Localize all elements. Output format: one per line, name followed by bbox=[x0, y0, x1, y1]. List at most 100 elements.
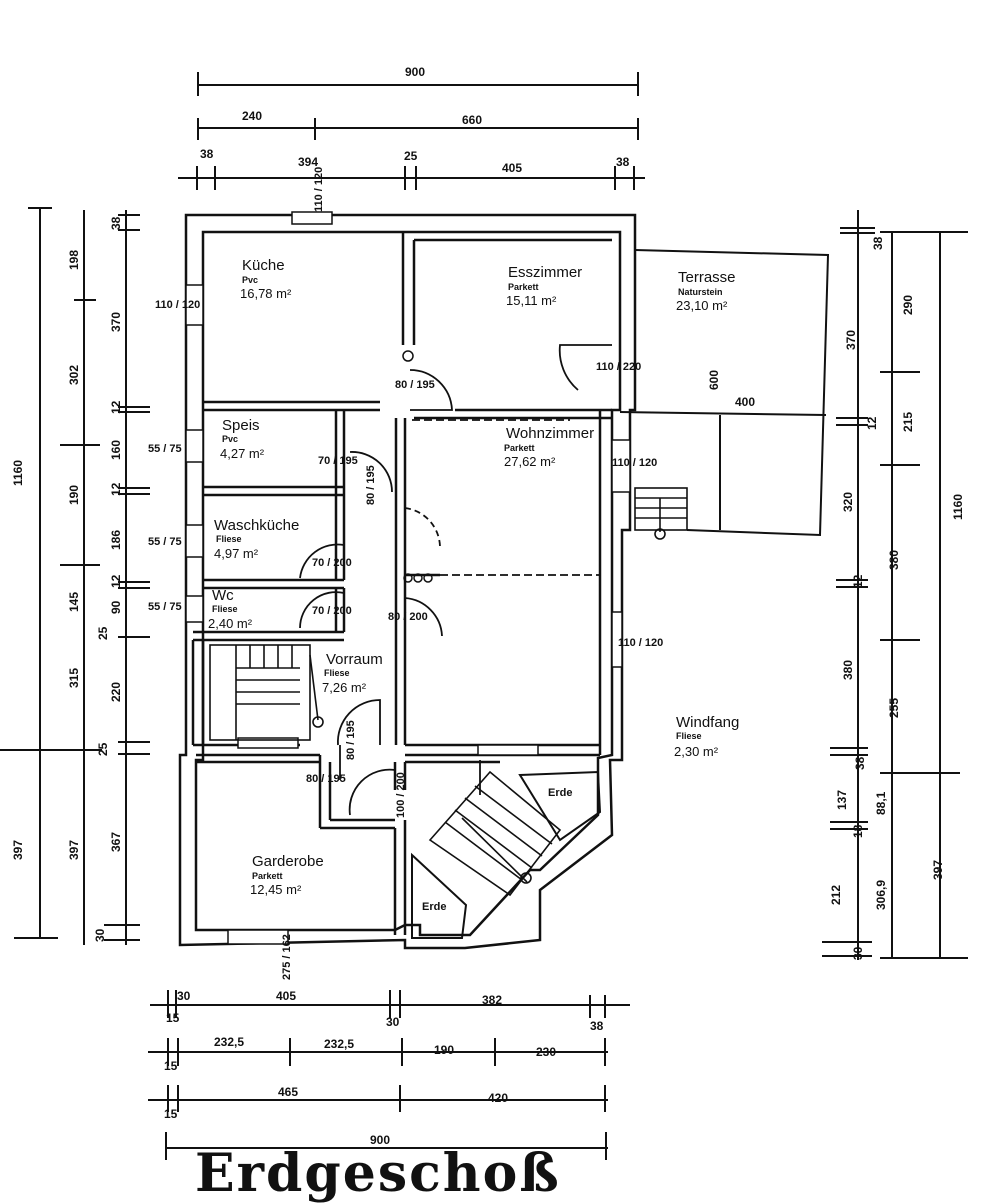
room-esszimmer-floor: Parkett bbox=[508, 282, 539, 292]
dim-right-1160: 1160 bbox=[951, 494, 965, 520]
door-garderobe bbox=[337, 699, 381, 746]
room-speis-area: 4,27 m² bbox=[220, 446, 265, 461]
dim-left-160: 160 bbox=[109, 440, 123, 460]
opening-kueche-top-window: 110 / 120 bbox=[313, 167, 325, 212]
dim-left-12c: 12 bbox=[109, 574, 123, 588]
room-vorraum-name: Vorraum bbox=[326, 651, 383, 668]
fixtures bbox=[402, 350, 433, 583]
dim-right-320: 320 bbox=[841, 492, 855, 512]
dim-bottom-232-5b: 232,5 bbox=[324, 1037, 354, 1051]
terrace bbox=[619, 249, 830, 537]
dim-left-220: 220 bbox=[109, 682, 123, 702]
dim-right-306-9: 306,9 bbox=[874, 880, 888, 910]
opening-kueche-door: 80 / 195 bbox=[395, 379, 435, 391]
dim-left-186: 186 bbox=[109, 530, 123, 550]
stairs-entrance bbox=[428, 770, 562, 897]
room-speis-floor: Pvc bbox=[222, 434, 238, 444]
dim-top-25: 25 bbox=[404, 149, 418, 163]
opening-speis-door-2: 80 / 195 bbox=[365, 465, 377, 505]
opening-esszimmer-door: 110 / 220 bbox=[596, 361, 641, 373]
room-windfang: Windfang Fliese 2,30 m² bbox=[674, 714, 739, 759]
stairs bbox=[209, 487, 688, 897]
room-speis: Speis Pvc 4,27 m² bbox=[220, 417, 265, 461]
outer-wall-inner bbox=[194, 230, 622, 937]
room-esszimmer-area: 15,11 m² bbox=[506, 293, 557, 308]
room-vorraum: Vorraum Fliese 7,26 m² bbox=[322, 651, 383, 695]
dim-left-145: 145 bbox=[67, 592, 81, 612]
door-wc bbox=[299, 591, 345, 629]
dim-left-397a: 397 bbox=[11, 840, 25, 860]
room-terrasse: Terrasse Naturstein 23,10 m² bbox=[676, 269, 736, 313]
terrace-width: 400 bbox=[735, 395, 755, 409]
dim-right-88-1: 88,1 bbox=[874, 791, 888, 815]
dim-right-30: 30 bbox=[851, 946, 865, 960]
dim-left-190: 190 bbox=[67, 485, 81, 505]
dim-right-12b: 12 bbox=[851, 574, 865, 588]
room-kueche-area: 16,78 m² bbox=[240, 286, 292, 301]
terrace-depth: 600 bbox=[707, 370, 721, 390]
room-terrasse-floor: Naturstein bbox=[678, 287, 723, 297]
dim-right-212: 212 bbox=[829, 885, 843, 905]
dim-right-18: 18 bbox=[851, 824, 865, 838]
room-speis-name: Speis bbox=[222, 417, 260, 434]
dim-top-405: 405 bbox=[502, 161, 522, 175]
dim-top-240: 240 bbox=[242, 109, 262, 123]
room-waschkueche-area: 4,97 m² bbox=[214, 546, 259, 561]
dimension-lines-top bbox=[178, 72, 645, 190]
dim-bottom-230: 230 bbox=[536, 1045, 556, 1059]
opening-kueche-window: 110 / 120 bbox=[155, 299, 200, 311]
room-wc-name: Wc bbox=[212, 587, 234, 604]
dim-bottom-15a: 15 bbox=[166, 1011, 180, 1025]
room-esszimmer: Esszimmer Parkett 15,11 m² bbox=[506, 264, 582, 308]
room-terrasse-area: 23,10 m² bbox=[676, 298, 728, 313]
room-wohnzimmer-floor: Parkett bbox=[504, 443, 535, 453]
dim-left-302: 302 bbox=[67, 365, 81, 385]
dim-top-38b: 38 bbox=[616, 155, 630, 169]
dim-left-25a: 25 bbox=[96, 626, 110, 640]
dim-left-38: 38 bbox=[109, 216, 123, 230]
room-wc-floor: Fliese bbox=[212, 604, 238, 614]
planters bbox=[411, 770, 602, 939]
room-garderobe-area: 12,45 m² bbox=[250, 882, 302, 897]
opening-windfang-door: 100 / 200 bbox=[395, 772, 407, 818]
dim-left-367: 367 bbox=[109, 832, 123, 852]
dim-right-12a: 12 bbox=[865, 416, 879, 430]
dim-top-38a: 38 bbox=[200, 147, 214, 161]
dim-top-394: 394 bbox=[298, 155, 318, 169]
dim-bottom-405: 405 bbox=[276, 989, 296, 1003]
dim-right-215: 215 bbox=[901, 412, 915, 432]
opening-wohn-window-2: 110 / 120 bbox=[618, 637, 663, 649]
dim-right-137: 137 bbox=[835, 790, 849, 810]
dim-bottom-15b: 15 bbox=[164, 1059, 178, 1073]
dim-right-370: 370 bbox=[844, 330, 858, 350]
dim-bottom-30b: 30 bbox=[386, 1015, 400, 1029]
dim-bottom-30a: 30 bbox=[177, 989, 191, 1003]
door-kueche bbox=[409, 369, 453, 411]
window-wc bbox=[185, 595, 204, 623]
window-speis bbox=[185, 429, 204, 463]
room-windfang-area: 2,30 m² bbox=[674, 744, 719, 759]
room-terrasse-name: Terrasse bbox=[678, 269, 736, 286]
door-windfang bbox=[348, 768, 396, 816]
dim-left-90: 90 bbox=[109, 600, 123, 614]
doors bbox=[299, 344, 612, 816]
opening-vorraum-door-2: 80 / 195 bbox=[345, 720, 357, 760]
dim-left-30: 30 bbox=[93, 928, 107, 942]
window-windfang bbox=[477, 744, 539, 756]
window-stairs bbox=[237, 737, 299, 749]
opening-vorraum-door: 80 / 200 bbox=[388, 611, 428, 623]
dim-bottom-900: 900 bbox=[370, 1133, 390, 1147]
dim-top-900: 900 bbox=[405, 65, 425, 79]
dim-left-370: 370 bbox=[109, 312, 123, 332]
room-wohnzimmer: Wohnzimmer Parkett 27,62 m² bbox=[504, 425, 594, 469]
stairs-terrace bbox=[634, 487, 688, 531]
door-waschkueche bbox=[299, 543, 345, 579]
room-waschkueche: Waschküche Fliese 4,97 m² bbox=[214, 517, 299, 561]
opening-speis-window: 55 / 75 bbox=[148, 443, 182, 455]
page-title: Erdgeschoß bbox=[195, 1143, 561, 1204]
window-kueche-top bbox=[291, 211, 333, 225]
dimension-lines-left bbox=[0, 207, 150, 945]
window-kueche-left bbox=[185, 284, 204, 326]
door-esszimmer bbox=[558, 344, 612, 391]
